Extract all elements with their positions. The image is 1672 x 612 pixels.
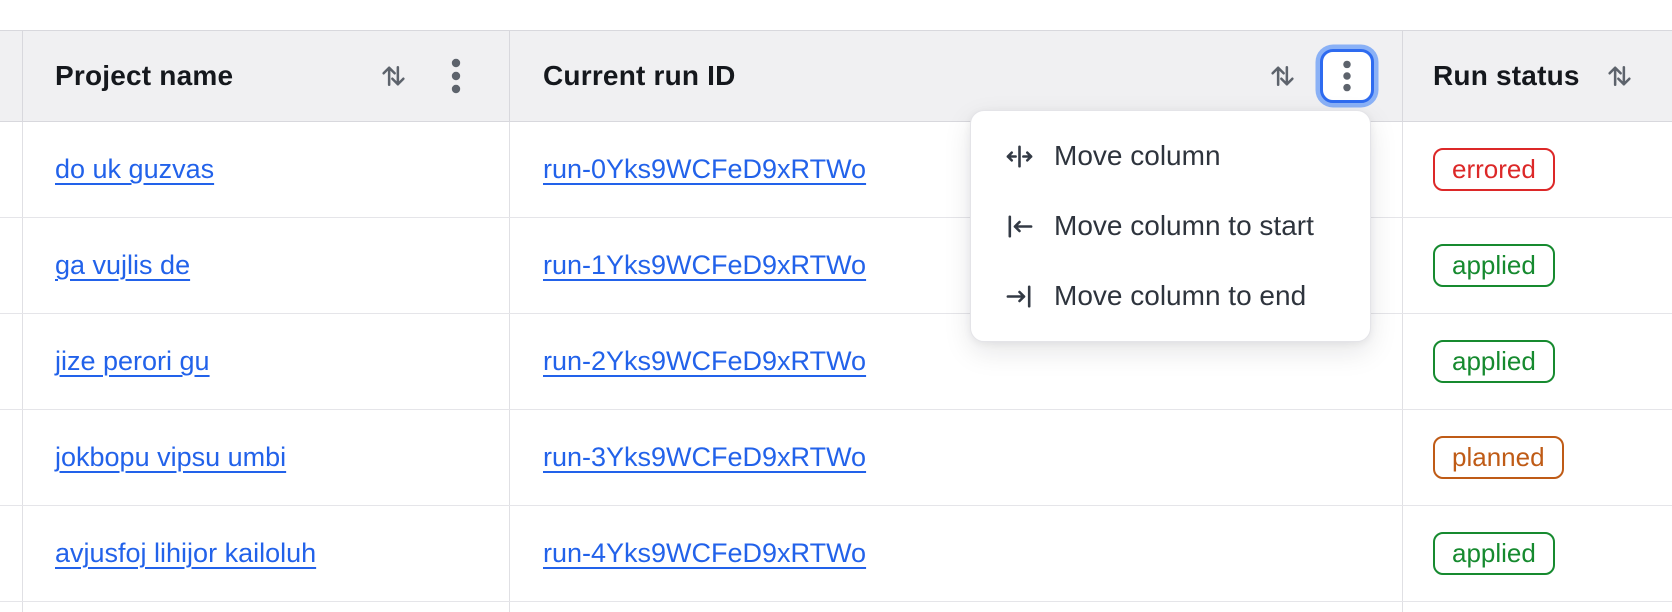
column-label-current-run-id: Current run ID: [543, 60, 736, 91]
status-cell: applied: [1403, 218, 1672, 313]
table-row: jize perori gu run-2Yks9WCFeD9xRTWo appl…: [0, 314, 1672, 410]
project-cell: avjusfoj lihijor kailoluh: [23, 506, 510, 601]
run-id-link[interactable]: run-2Yks9WCFeD9xRTWo: [543, 346, 867, 376]
kebab-icon-focused[interactable]: [1320, 49, 1374, 103]
kebab-icon[interactable]: [451, 58, 461, 94]
project-cell: [23, 602, 510, 612]
sort-arrows-icon[interactable]: [378, 59, 409, 93]
header-cell-project-name: Project name: [23, 31, 510, 121]
status-cell: applied: [1403, 506, 1672, 601]
project-cell: jize perori gu: [23, 314, 510, 409]
run-id-link[interactable]: run-3Yks9WCFeD9xRTWo: [543, 442, 867, 472]
status-cell: errored: [1403, 122, 1672, 217]
status-cell: applied: [1403, 314, 1672, 409]
project-cell: jokbopu vipsu umbi: [23, 410, 510, 505]
menu-item-move-column-to-start[interactable]: Move column to start: [971, 191, 1370, 261]
status-cell: [1403, 602, 1672, 612]
row-stub-cell: [0, 218, 23, 313]
run-id-link[interactable]: run-1Yks9WCFeD9xRTWo: [543, 250, 867, 280]
status-badge: applied: [1433, 532, 1555, 575]
run-id-cell: run-2Yks9WCFeD9xRTWo: [510, 314, 1403, 409]
header-stub-cell: [0, 31, 23, 121]
row-stub-cell: [0, 410, 23, 505]
sort-arrows-icon[interactable]: [1267, 59, 1298, 93]
project-cell: do uk guzvas: [23, 122, 510, 217]
menu-item-label: Move column to start: [1054, 210, 1314, 241]
status-badge: planned: [1433, 436, 1564, 479]
menu-item-move-column-to-end[interactable]: Move column to end: [971, 261, 1370, 331]
menu-item-label: Move column: [1054, 140, 1221, 171]
row-stub-cell: [0, 506, 23, 601]
column-label-project-name: Project name: [55, 60, 234, 91]
row-stub-cell: [0, 602, 23, 612]
project-cell: ga vujlis de: [23, 218, 510, 313]
move-column-to-start-icon: [1004, 211, 1035, 242]
run-id-cell: run-0Yks9WCFeD9xRTWo: [510, 122, 1403, 217]
project-link[interactable]: jokbopu vipsu umbi: [55, 442, 287, 472]
status-badge: errored: [1433, 148, 1555, 191]
runs-table: Project name Current run ID: [0, 30, 1672, 612]
menu-item-label: Move column to end: [1054, 280, 1307, 311]
table-row: avjusfoj lihijor kailoluh run-4Yks9WCFeD…: [0, 506, 1672, 602]
header-cell-run-status: Run status: [1403, 31, 1672, 121]
project-link[interactable]: ga vujlis de: [55, 250, 191, 280]
project-link[interactable]: avjusfoj lihijor kailoluh: [55, 538, 317, 568]
sort-arrows-icon[interactable]: [1604, 59, 1635, 93]
table-row: jokbopu vipsu umbi run-3Yks9WCFeD9xRTWo …: [0, 410, 1672, 506]
table-row: ga vujlis de run-1Yks9WCFeD9xRTWo applie…: [0, 218, 1672, 314]
column-options-menu: Move column Move column to start Move co…: [970, 110, 1371, 342]
run-id-link[interactable]: run-0Yks9WCFeD9xRTWo: [543, 154, 867, 184]
run-id-cell: run-4Yks9WCFeD9xRTWo: [510, 506, 1403, 601]
run-id-link[interactable]: run-4Yks9WCFeD9xRTWo: [543, 538, 867, 568]
project-link[interactable]: do uk guzvas: [55, 154, 215, 184]
project-link[interactable]: jize perori gu: [55, 346, 210, 376]
row-stub-cell: [0, 122, 23, 217]
move-column-to-end-icon: [1004, 281, 1035, 312]
run-id-cell: [510, 602, 1403, 612]
table-row-partial: [0, 602, 1672, 612]
move-column-icon: [1004, 141, 1035, 172]
status-badge: applied: [1433, 340, 1555, 383]
table-row: do uk guzvas run-0Yks9WCFeD9xRTWo errore…: [0, 122, 1672, 218]
menu-item-move-column[interactable]: Move column: [971, 121, 1370, 191]
run-id-cell: run-3Yks9WCFeD9xRTWo: [510, 410, 1403, 505]
row-stub-cell: [0, 314, 23, 409]
header-cell-current-run-id: Current run ID: [510, 31, 1403, 121]
column-label-run-status: Run status: [1433, 60, 1580, 91]
status-badge: applied: [1433, 244, 1555, 287]
status-cell: planned: [1403, 410, 1672, 505]
table-header-row: Project name Current run ID: [0, 30, 1672, 122]
run-id-cell: run-1Yks9WCFeD9xRTWo: [510, 218, 1403, 313]
